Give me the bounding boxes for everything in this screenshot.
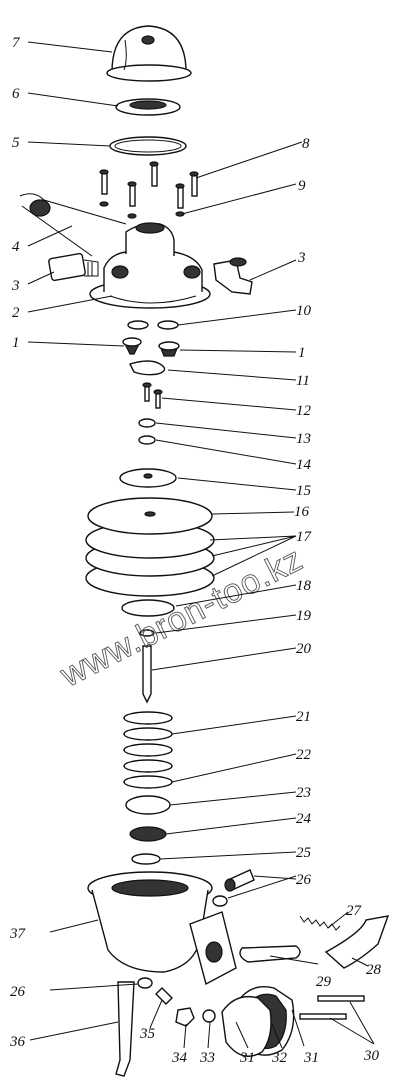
label-21: 21 [296,709,311,725]
part-labels: 7 6 5 8 9 4 3 3 2 10 1 1 11 12 13 14 15 … [9,35,382,1066]
part-washer [138,435,156,445]
label-3-right: 3 [297,250,306,266]
part-seal [131,853,161,865]
part-filter-screen [115,98,181,116]
part-flange-gasket-2 [221,995,272,1057]
label-9: 9 [298,178,306,194]
label-36: 36 [9,1034,26,1050]
label-1-right: 1 [298,345,306,361]
part-pump-body [87,871,237,986]
part-hand-lever [115,981,135,1077]
label-8: 8 [302,136,310,152]
part-small-pin [155,987,173,1005]
label-32: 32 [271,1050,288,1066]
label-20: 20 [296,641,312,657]
label-23: 23 [296,785,311,801]
label-10: 10 [296,303,312,319]
part-studs [299,995,365,1020]
label-24: 24 [296,811,312,827]
label-30: 30 [363,1048,380,1064]
label-7: 7 [12,35,21,51]
part-axle-washer-lower [137,977,153,989]
label-15: 15 [296,483,312,499]
part-o-rings [127,320,179,330]
label-28: 28 [366,962,382,978]
label-27: 27 [346,903,363,919]
label-31-right: 31 [303,1050,319,1066]
part-pump-head [89,222,211,309]
part-spring [123,711,173,789]
label-16: 16 [294,504,310,520]
part-rod-washer [139,629,155,637]
label-22: 22 [296,747,312,763]
part-small-nut [175,1007,195,1027]
part-fitting-right [213,257,253,295]
label-3-left: 3 [11,278,20,294]
label-13: 13 [296,431,311,447]
part-lever-spring [299,915,341,931]
part-pull-rod [142,645,152,704]
part-valves [122,337,180,357]
part-fitting-left [48,252,99,282]
label-26-upper: 26 [296,872,312,888]
part-axle-washer-upper [212,895,228,907]
part-cap [106,25,192,82]
part-retainer-plate [129,360,166,376]
part-axle-pin [224,869,255,892]
label-33: 33 [199,1050,215,1066]
part-drive-lever [324,915,390,969]
label-37: 37 [9,926,27,942]
label-29: 29 [316,974,332,990]
part-seal-cup [129,826,167,842]
part-screws [99,161,199,209]
part-small-screws [142,382,163,409]
part-lower-cup [121,599,175,617]
label-18: 18 [296,578,312,594]
part-upper-cup [119,468,177,488]
label-2: 2 [12,305,20,321]
label-12: 12 [296,403,312,419]
label-19: 19 [296,608,312,624]
label-4: 4 [12,239,20,255]
label-17: 17 [296,529,313,545]
label-26-lower: 26 [10,984,26,1000]
part-nut [138,418,156,428]
part-washers [99,201,185,219]
label-6: 6 [12,86,20,102]
label-1-left: 1 [12,335,20,351]
label-31-left: 31 [239,1050,255,1066]
part-small-washer [202,1009,216,1023]
label-25: 25 [296,845,312,861]
leader-lines [27,41,375,1049]
part-spring-cup [125,795,171,815]
part-lever [19,193,127,257]
part-diaphragms [85,497,215,597]
label-11: 11 [296,373,310,389]
label-14: 14 [296,457,312,473]
label-5: 5 [12,135,20,151]
label-35: 35 [139,1026,156,1042]
label-34: 34 [171,1050,188,1066]
